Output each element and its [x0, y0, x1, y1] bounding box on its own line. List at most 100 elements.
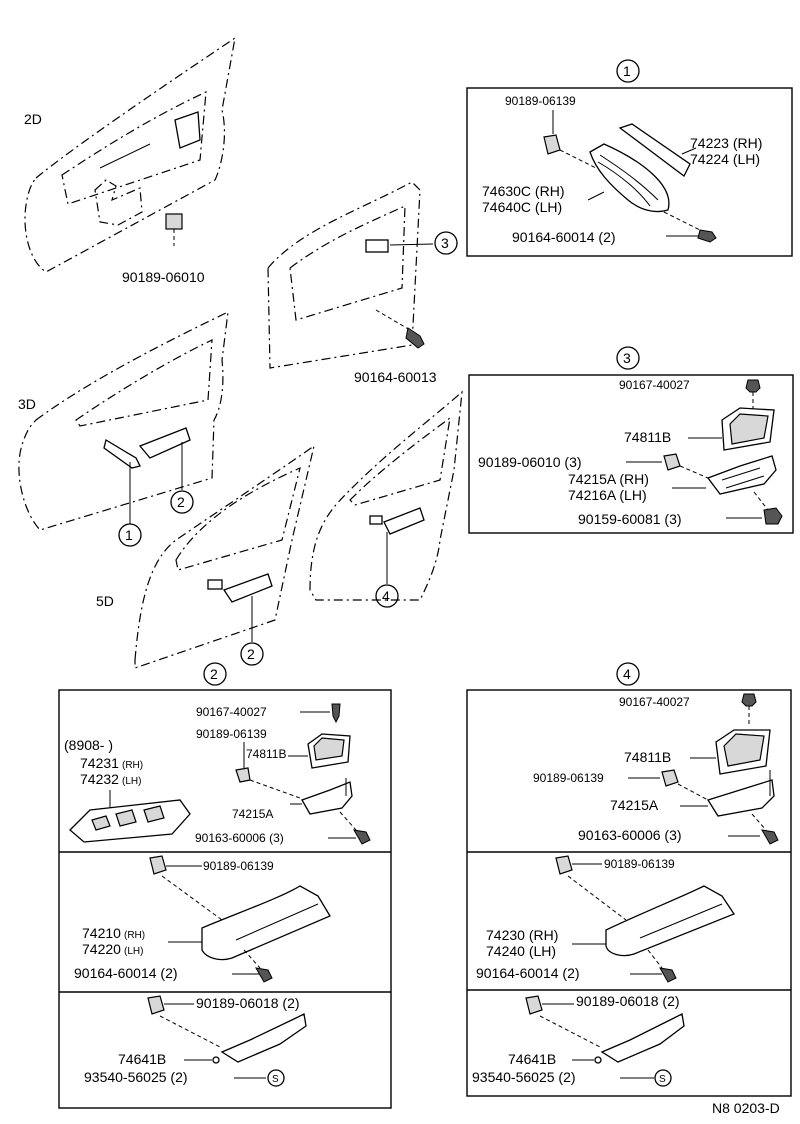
callout-2-circle-3d — [170, 490, 194, 514]
d4-clip-icon — [661, 769, 679, 787]
d2-label-panel-rh: 74231 — [80, 755, 119, 771]
detail-3-ref-text: 3 — [623, 350, 631, 366]
callout-1-text: 1 — [125, 527, 133, 543]
d1-label-screw: 90164-60014 (2) — [512, 229, 616, 245]
switch-icon-5d-front — [207, 579, 223, 590]
detail-2-frame — [58, 689, 392, 1109]
d2-label-armrest-lh-side: (LH) — [124, 946, 143, 957]
d2-label-link: 74641B — [118, 1051, 166, 1067]
d4-armrest — [605, 885, 735, 957]
d4-s-circle — [654, 1069, 672, 1087]
d4-screw-top-icon — [741, 693, 757, 707]
callout-2-text-5d: 2 — [247, 646, 255, 662]
detail-3-ref-circle — [616, 346, 640, 370]
d3-bracket — [706, 455, 777, 495]
d3-screw-bot-icon — [763, 507, 783, 525]
door-3d-illustration: 3D 1 2 — [18, 310, 229, 547]
d2-label-armrest-rh-side: (RH) — [124, 930, 145, 941]
d4-label-clip-s: 93540-56025 (2) — [472, 1069, 576, 1085]
d4-label-armrest-lh: 74240 (LH) — [486, 943, 556, 959]
screw-2d-label: 90164-60013 — [354, 369, 437, 385]
d1-handle-cover — [618, 123, 691, 177]
d2-s-text: S — [272, 1074, 279, 1085]
d2-mid-clip-icon — [149, 855, 167, 875]
d2-label-bracket: 74215A — [232, 807, 273, 821]
d4-label-armrest-rh: 74230 (RH) — [486, 927, 558, 943]
armrest-5d-front — [223, 573, 273, 603]
d2-label-armrest-rh: 74210 — [82, 925, 121, 941]
d4-label-bezel: 74811B — [624, 749, 671, 765]
door-5d-rear-illustration: 4 — [309, 390, 463, 608]
d4-label-screw-bot: 90163-60006 (3) — [578, 827, 682, 843]
d2-link — [220, 1013, 307, 1063]
d1-label-cover-lh: 74224 (LH) — [690, 151, 760, 167]
detail-1-panel: 1 90189-06139 74223 (RH) 74224 (LH) 7463… — [466, 59, 793, 257]
variant-label-2d: 2D — [24, 111, 42, 127]
d1-label-clip: 90189-06139 — [505, 94, 576, 108]
d2-screw-bot-icon — [353, 829, 371, 845]
detail-4-frame — [466, 689, 792, 1097]
callout-4-circle — [375, 584, 399, 608]
d2-mid-label-screw: 90164-60014 (2) — [74, 965, 178, 981]
d4-mid-clip-icon — [555, 855, 573, 875]
d4-label-clip: 90189-06139 — [533, 771, 604, 785]
callout-1-circle — [118, 523, 142, 547]
d2-label-bezel: 74811B — [246, 747, 286, 761]
d3-label-bracket-lh: 74216A (LH) — [568, 487, 647, 503]
callout-2-text-3d: 2 — [177, 494, 185, 510]
screw-icon-trim — [405, 327, 425, 349]
d4-screw-bot-icon — [761, 829, 779, 845]
d4-s-text: S — [659, 1074, 666, 1085]
d4-label-link: 74641B — [508, 1051, 556, 1067]
detail-4-panel: 4 90167-40027 74811B 90189-06139 74215A … — [466, 662, 792, 1097]
d2-label-panel-rh-side: (RH) — [122, 760, 143, 771]
d2-label-clip: 90189-06139 — [196, 727, 267, 741]
callout-3-text: 3 — [441, 235, 449, 251]
armrest-3d — [138, 427, 191, 459]
callout-3-circle — [434, 231, 458, 255]
detail-3-frame — [468, 374, 794, 534]
detail-1-ref-text: 1 — [623, 63, 631, 79]
d3-label-clip: 90189-06010 (3) — [478, 454, 582, 470]
door-5d-front-illustration: 5D 2 — [96, 444, 315, 669]
inner-handle-3d — [103, 438, 141, 469]
armrest-5d-rear — [383, 507, 425, 535]
callout-4-text: 4 — [382, 588, 390, 604]
d4-bot-label-clip: 90189-06018 (2) — [576, 993, 680, 1009]
d3-label-screw-top: 90167-40027 — [619, 378, 690, 392]
d2-bracket — [301, 781, 353, 815]
d2-clip-icon — [235, 767, 251, 783]
d2-label-panel-lh-side: (LH) — [122, 776, 141, 787]
variant-label-3d: 3D — [18, 396, 36, 412]
detail-2-ref-text: 2 — [210, 666, 218, 682]
switch-icon-5d-rear — [369, 515, 383, 525]
d2-date-note: (8908- ) — [64, 737, 113, 753]
clip-2d-label: 90189-06010 — [122, 269, 205, 285]
d2-s-circle — [267, 1069, 285, 1087]
d2-screw-top-icon — [331, 703, 341, 724]
d3-label-bezel: 74811B — [624, 429, 671, 445]
d4-bracket — [707, 779, 775, 817]
footer-code: N8 0203-D — [712, 1100, 780, 1116]
d4-label-screw-top: 90167-40027 — [619, 695, 690, 709]
detail-2-panel: 2 (8908- ) 74231 (RH) 74232 (LH) 90167-4… — [58, 662, 392, 1109]
d2-bot-label-clip: 90189-06018 (2) — [196, 995, 300, 1011]
d2-mid-label-clip: 90189-06139 — [203, 859, 274, 873]
d4-mid-label-screw: 90164-60014 (2) — [476, 965, 580, 981]
d2-label-panel-lh: 74232 — [80, 771, 119, 787]
d2-label-screw-top: 90167-40027 — [196, 705, 267, 719]
d1-clip-icon — [543, 134, 561, 155]
d3-clip-icon — [663, 453, 681, 471]
d4-bot-clip-icon — [525, 995, 543, 1015]
d1-label-bezel-lh: 74640C (LH) — [482, 199, 562, 215]
d4-mid-label-clip: 90189-06139 — [604, 857, 675, 871]
d2-bot-clip-icon — [147, 995, 165, 1015]
clip-icon-2d — [165, 213, 183, 230]
detail-4-ref-circle — [616, 662, 640, 686]
detail-2-ref-circle — [203, 662, 227, 686]
variant-label-5d: 5D — [96, 593, 114, 609]
detail-1-ref-circle — [616, 59, 640, 83]
door-2d-illustration: 2D 90189-06010 — [24, 36, 236, 285]
door-trim-illustration: 3 90164-60013 — [267, 181, 458, 385]
